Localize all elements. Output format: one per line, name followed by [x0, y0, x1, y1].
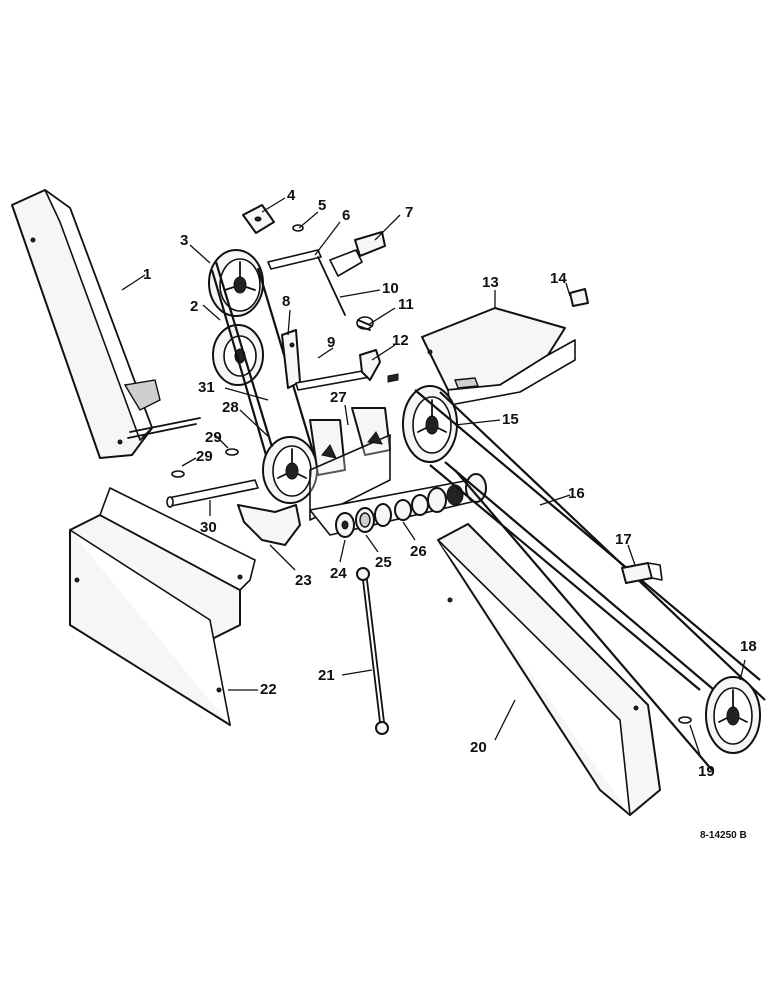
callout-30: 30	[200, 519, 217, 536]
angle-bracket	[621, 562, 663, 584]
callout-10: 10	[382, 280, 399, 297]
callout-20: 20	[470, 739, 487, 756]
callout-29-lower: 29	[196, 448, 213, 465]
callout-22: 22	[260, 681, 277, 698]
idler-arm	[281, 329, 301, 389]
callout-11: 11	[398, 296, 414, 313]
callout-19: 19	[698, 763, 715, 780]
callout-9: 9	[327, 334, 335, 351]
callout-17: 17	[615, 531, 632, 548]
pulley-large	[402, 385, 458, 463]
callout-23: 23	[295, 572, 312, 589]
callout-24: 24	[330, 565, 347, 582]
pulley-upper	[208, 249, 264, 317]
callout-6: 6	[342, 207, 350, 224]
callout-labels: 1 2 3 4 5 6 7 8 9 10 11 12 13 14 15 16 1…	[143, 187, 757, 841]
callout-1: 1	[143, 266, 151, 283]
belt-shield-lower-right	[437, 523, 661, 816]
leader-lines	[121, 197, 746, 756]
tray-bracket	[421, 307, 576, 406]
shaft	[166, 479, 259, 508]
callout-27: 27	[330, 389, 347, 406]
bearing-row	[309, 473, 487, 538]
rod	[295, 369, 371, 391]
callout-7: 7	[405, 204, 413, 221]
key-lower	[678, 716, 692, 724]
callout-31: 31	[198, 379, 215, 396]
v-belt-long	[414, 389, 766, 771]
tie-rod	[356, 567, 389, 735]
bracket-plate	[242, 204, 275, 234]
callout-29-upper: 29	[205, 429, 222, 446]
callout-26: 26	[410, 543, 427, 560]
small-plate	[569, 288, 589, 307]
belt-shield-lower-left	[69, 487, 256, 726]
callout-16: 16	[568, 485, 585, 502]
belt-shield-upper	[11, 189, 201, 459]
key	[171, 448, 239, 478]
callout-28: 28	[222, 399, 239, 416]
callout-12: 12	[392, 332, 409, 349]
callout-14: 14	[550, 270, 567, 287]
drawing-reference-code: 8-14250 B	[700, 830, 747, 841]
callout-2: 2	[190, 298, 198, 315]
callout-15: 15	[502, 411, 519, 428]
spring	[356, 316, 374, 331]
mounting-plate	[309, 407, 391, 521]
callout-8: 8	[282, 293, 290, 310]
pulley-lower	[262, 436, 318, 504]
callout-4: 4	[287, 187, 296, 204]
callout-21: 21	[318, 667, 335, 684]
callout-3: 3	[180, 232, 188, 249]
belt-guide	[237, 504, 301, 546]
callout-13: 13	[482, 274, 499, 291]
callout-25: 25	[375, 554, 392, 571]
callout-18: 18	[740, 638, 757, 655]
idler-shaft	[267, 249, 346, 316]
pulley-lower-right	[705, 676, 761, 754]
callout-5: 5	[318, 197, 326, 214]
